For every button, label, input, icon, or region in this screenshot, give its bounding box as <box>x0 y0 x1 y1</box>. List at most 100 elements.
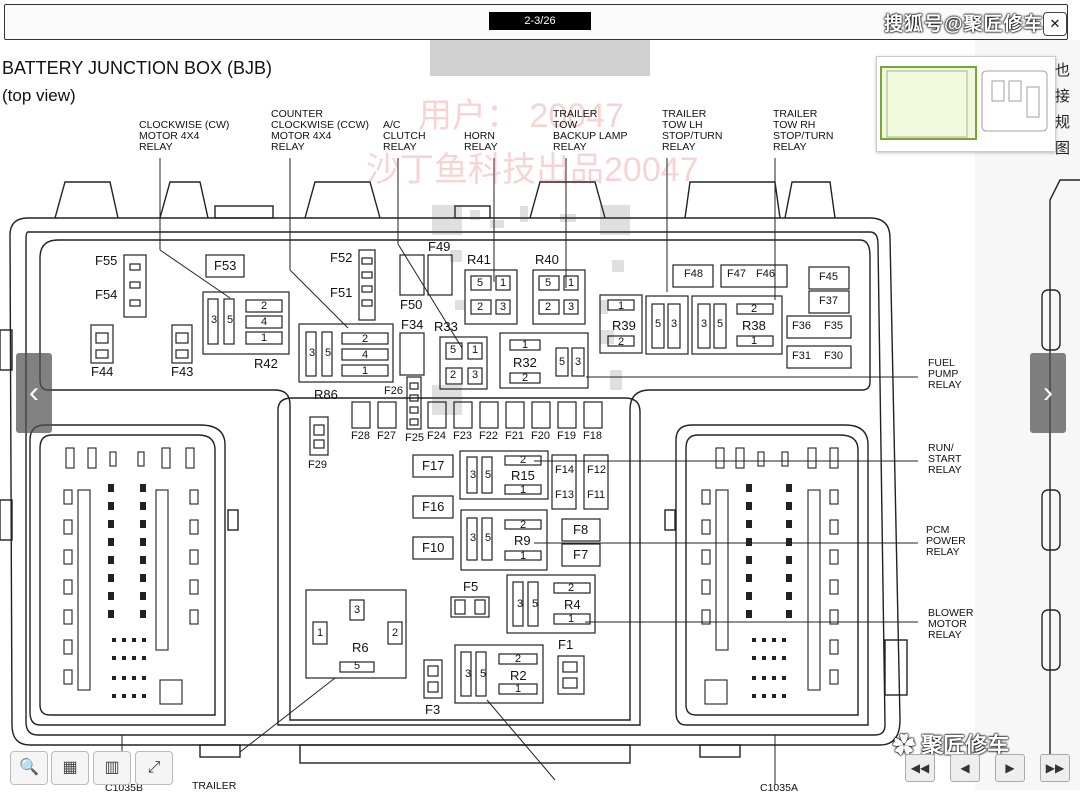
fuse-label: F47 <box>727 268 746 280</box>
pin-label: 1 <box>520 484 527 496</box>
relay-label: R15 <box>511 468 535 483</box>
fuse-label: F35 <box>824 320 843 332</box>
fuse-label: F46 <box>756 268 775 280</box>
pin-label: 1 <box>500 277 507 289</box>
fuse-label: F36 <box>792 320 811 332</box>
fuse-label: F31 <box>792 350 811 362</box>
pin-label: 4 <box>261 316 268 328</box>
publisher-watermark: 沙丁鱼科技出品20047 <box>366 151 699 189</box>
pin-label: 1 <box>520 550 527 562</box>
relay-label: R32 <box>513 355 537 370</box>
prev-button[interactable]: ◀ <box>950 754 980 782</box>
pin-label: 3 <box>517 598 524 610</box>
pin-label: 2 <box>618 336 625 348</box>
last-page-button[interactable]: ▶▶ <box>1040 754 1070 782</box>
page-thumbnail[interactable] <box>876 56 1056 152</box>
next-page-button[interactable]: › <box>1030 353 1066 433</box>
fullscreen-button[interactable]: ⤢ <box>135 751 173 785</box>
pin-label: 1 <box>515 683 522 695</box>
pin-label: 3 <box>671 318 678 330</box>
pin-label: 1 <box>751 335 758 347</box>
fuse-label: F20 <box>531 430 550 442</box>
fuse-label: F1 <box>558 637 574 652</box>
user-watermark: 用户： 20047 <box>418 97 624 135</box>
pin-label: 5 <box>485 469 492 481</box>
source-watermark: 搜狐号@聚匠修车 <box>884 14 1044 35</box>
close-icon[interactable]: ✕ <box>1043 12 1067 36</box>
pin-label: 5 <box>655 318 662 330</box>
fuse-label: F55 <box>95 253 118 268</box>
single-page-button[interactable]: ▥ <box>93 751 131 785</box>
relay-label: R41 <box>467 252 491 267</box>
fuse-label: F49 <box>428 239 451 254</box>
wechat-watermark: ✿ 聚匠修车 <box>893 733 1010 758</box>
fuse-label: F18 <box>583 430 602 442</box>
pin-label: 5 <box>354 660 361 672</box>
pin-label: 2 <box>477 301 484 313</box>
fuse-label: F11 <box>587 489 606 501</box>
pin-label: 5 <box>717 318 724 330</box>
fuse-label: F14 <box>555 464 574 476</box>
relay-label: R42 <box>254 356 278 371</box>
pin-label: 5 <box>545 277 552 289</box>
pin-label: 5 <box>559 356 566 368</box>
pin-label: 2 <box>522 372 529 384</box>
fuse-label: F53 <box>214 258 237 273</box>
fuse-label: F54 <box>95 287 118 302</box>
relay-label: R86 <box>314 387 338 402</box>
double-chevron-right-icon: ▶▶ <box>1045 761 1065 775</box>
relay-label: R39 <box>612 318 636 333</box>
relay-label: R2 <box>510 668 527 683</box>
thumbnail-side-text: 也接规图 <box>1055 62 1071 157</box>
caret-left-icon: ◀ <box>960 761 970 775</box>
relay-label: R6 <box>352 640 369 655</box>
zoom-button[interactable]: 🔍 <box>10 751 48 785</box>
prev-page-button[interactable]: ‹ <box>16 353 52 433</box>
pin-label: 1 <box>472 344 479 356</box>
wechat-icon: ✿ <box>893 733 922 758</box>
fuse-label: F19 <box>557 430 576 442</box>
fuse-label: F52 <box>330 250 353 265</box>
pin-label: 5 <box>477 277 484 289</box>
grid-icon: ▦ <box>62 759 78 776</box>
first-page-button[interactable]: ◀◀ <box>905 754 935 782</box>
pin-label: 3 <box>470 532 477 544</box>
fuse-label: F45 <box>819 271 838 283</box>
relay-label: R4 <box>564 597 581 612</box>
fuse-label: F16 <box>422 499 445 514</box>
fuse-label: F12 <box>587 464 606 476</box>
relay-label: R9 <box>514 533 531 548</box>
pin-label: 5 <box>532 598 539 610</box>
thumbnail-viewport[interactable] <box>880 66 977 140</box>
chevron-right-icon: › <box>1043 376 1053 409</box>
page-title: BATTERY JUNCTION BOX (BJB) <box>2 58 273 78</box>
pin-label: 2 <box>515 653 522 665</box>
caret-right-icon: ▶ <box>1005 761 1015 775</box>
next-button[interactable]: ▶ <box>995 754 1025 782</box>
pin-label: 1 <box>317 627 324 639</box>
fuse-label: F28 <box>351 430 370 442</box>
fuse-label: F13 <box>555 489 574 501</box>
pin-label: 2 <box>751 303 758 315</box>
relay-label: R38 <box>742 318 766 333</box>
pin-label: 5 <box>227 314 234 326</box>
relay-label: R33 <box>434 319 458 334</box>
pin-label: 3 <box>354 604 361 616</box>
grid-view-button[interactable]: ▦ <box>51 751 89 785</box>
fuse-label: F22 <box>479 430 498 442</box>
page-indicator: 2-3/26 <box>489 12 591 30</box>
fuse-label: F8 <box>573 522 589 537</box>
fuse-label: F5 <box>463 579 479 594</box>
fuse-label: F25 <box>405 432 424 444</box>
pin-label: 2 <box>568 582 575 594</box>
pin-label: 2 <box>520 454 527 466</box>
callout-trailer-bottom: TRAILER <box>192 780 237 792</box>
pin-label: 3 <box>211 314 218 326</box>
